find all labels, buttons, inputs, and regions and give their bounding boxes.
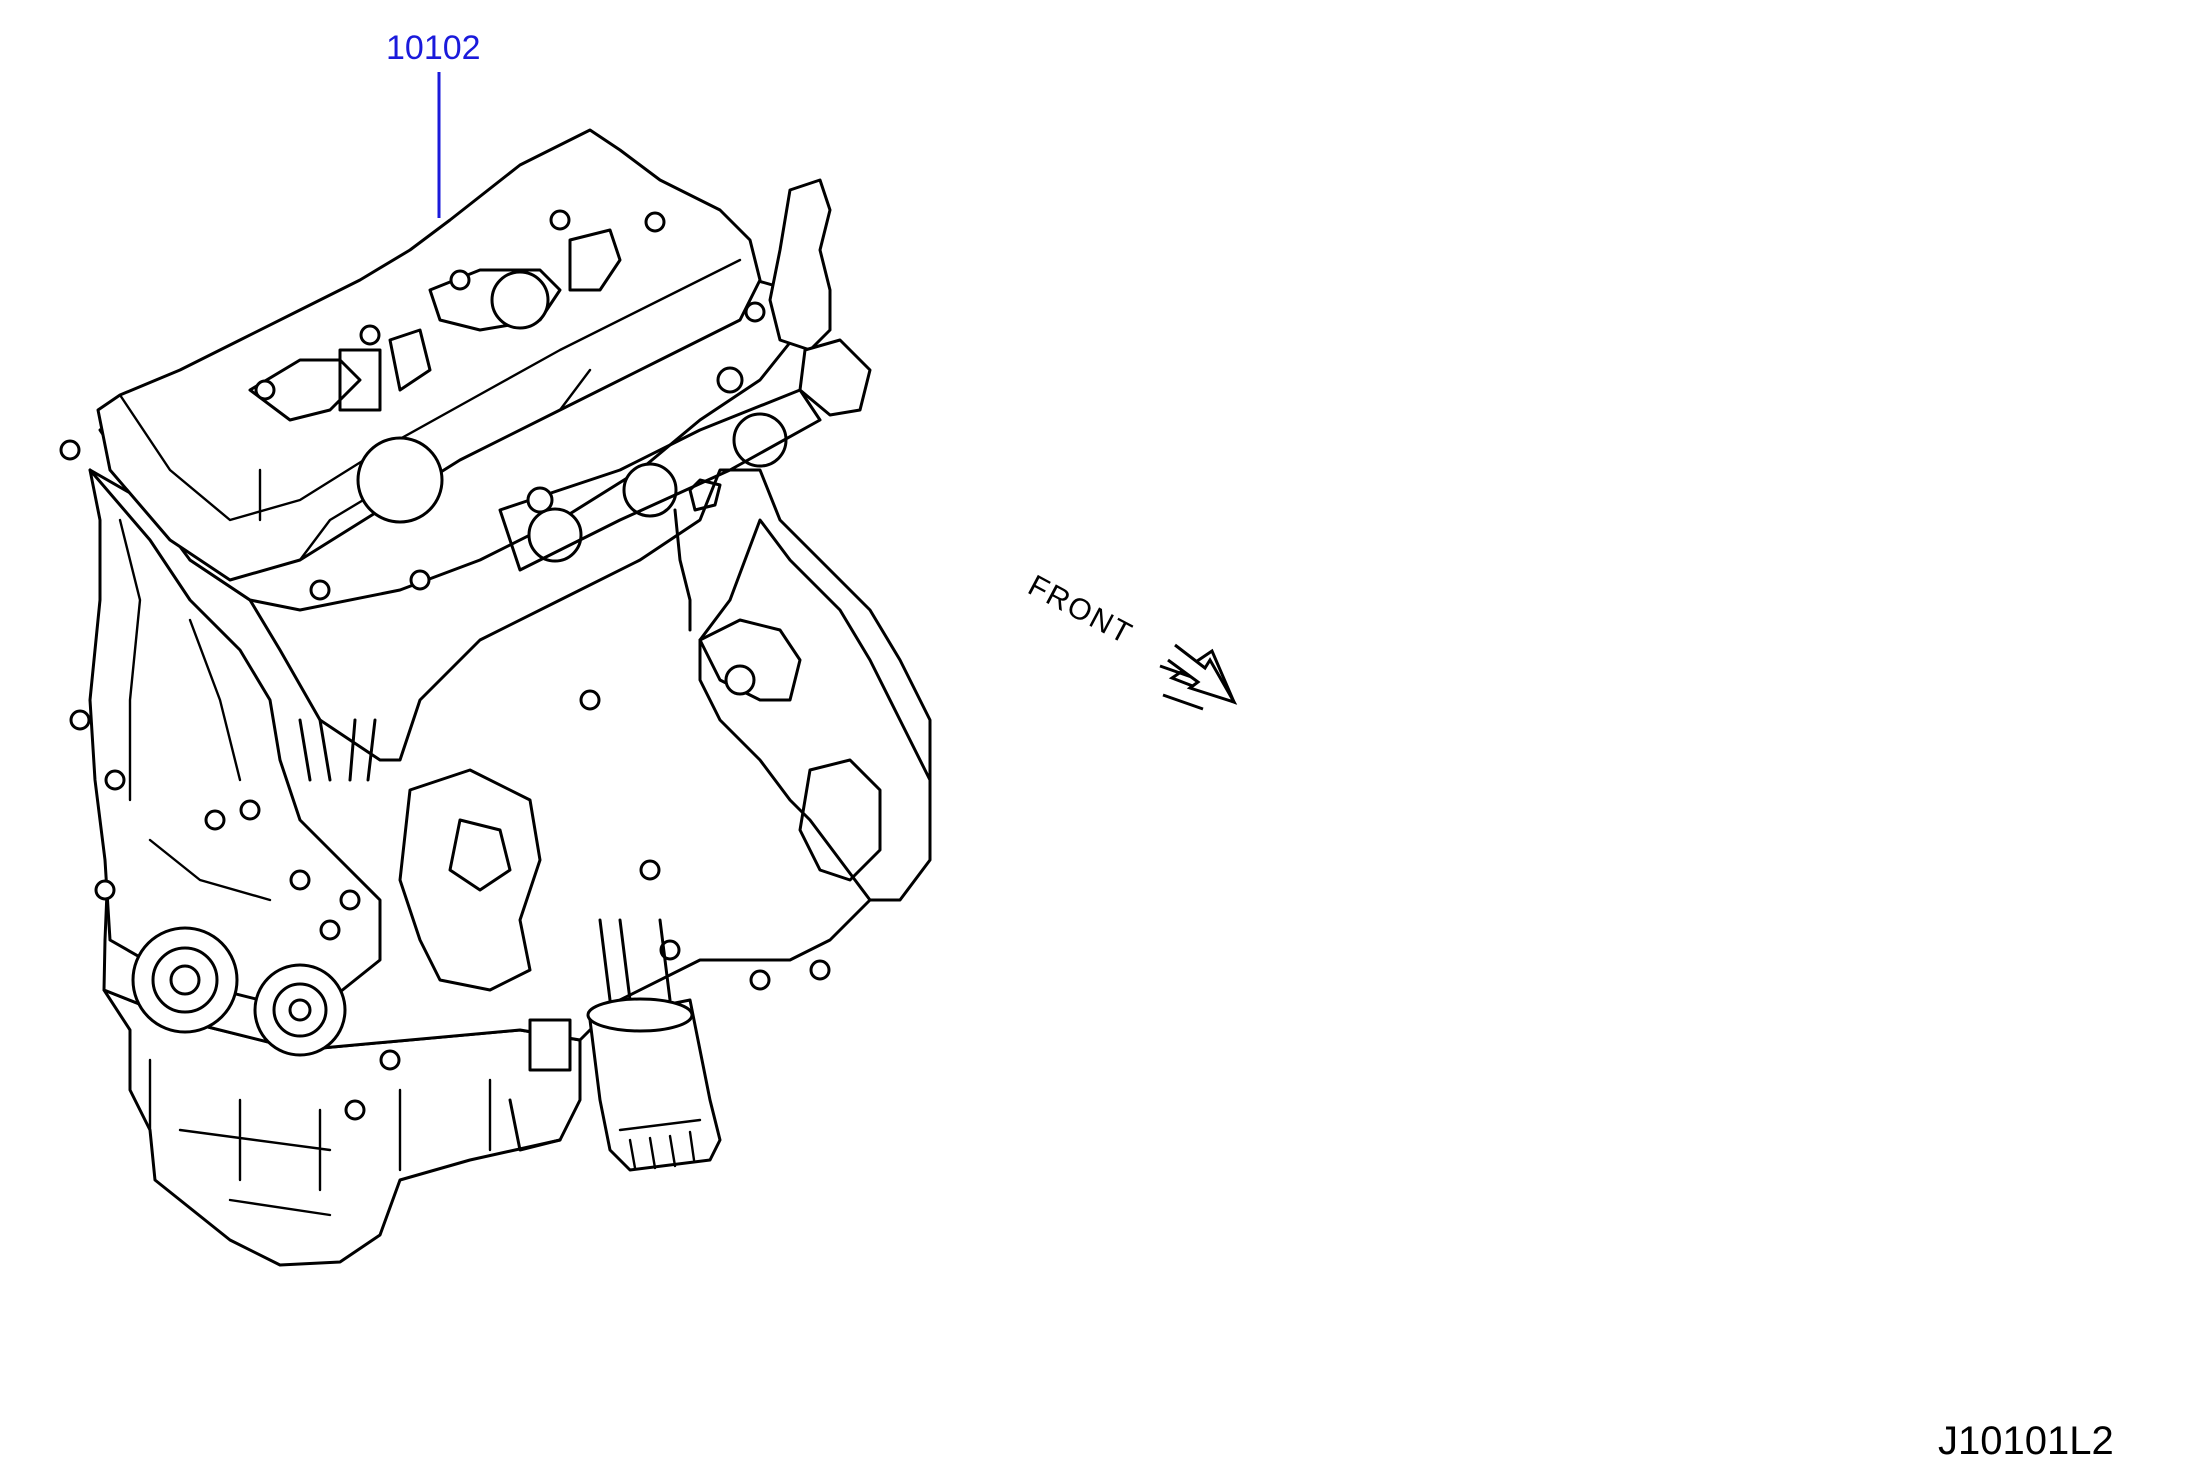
rear-bracket	[768, 178, 832, 352]
timing-cover	[88, 468, 382, 1002]
crank-pulley	[131, 926, 239, 1034]
manifold-ports	[498, 366, 822, 572]
valve-cover	[96, 128, 762, 582]
engine-illustration	[59, 128, 932, 1267]
water-outlet-housing	[698, 518, 932, 902]
engine-mount-bracket	[398, 768, 542, 992]
drawing-code: J10101L2	[1938, 1419, 2114, 1463]
valve-cover-bolts	[59, 209, 766, 601]
oil-filter	[586, 997, 722, 1172]
front-direction-label: FRONT	[1023, 569, 1139, 651]
part-callout-10102[interactable]: 10102	[386, 29, 481, 67]
idler-pulley	[253, 963, 347, 1057]
front-arrow-icon	[1159, 643, 1238, 711]
block-side-bolts	[69, 569, 831, 1121]
